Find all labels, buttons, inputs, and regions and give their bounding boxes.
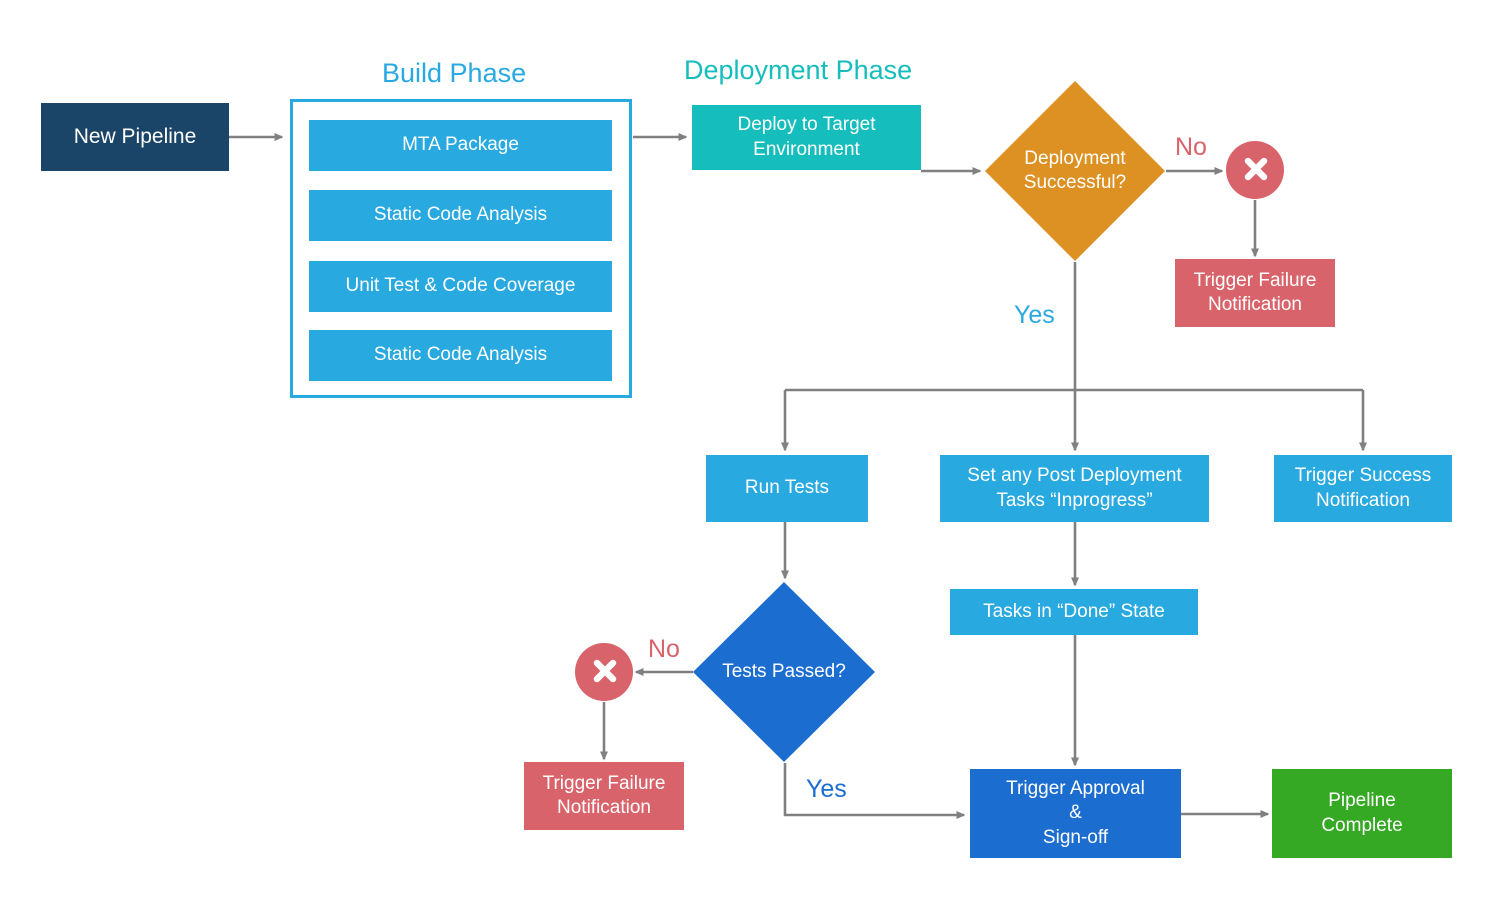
error-x-circle-icon-top [1226,141,1284,199]
node-trigger-failure-notification-top[interactable]: Trigger Failure Notification [1175,259,1335,327]
build-phase-group [290,99,632,398]
error-x-circle-icon-bottom [575,643,633,701]
diamond-shape [985,81,1165,261]
node-deployment-successful-decision[interactable]: Deployment Successful? [985,81,1165,261]
node-set-post-deployment-tasks[interactable]: Set any Post Deployment Tasks “Inprogres… [940,455,1209,522]
node-deploy-to-target-environment[interactable]: Deploy to Target Environment [692,105,921,170]
node-static-code-analysis-1[interactable]: Static Code Analysis [309,190,612,241]
node-trigger-failure-notification-bottom[interactable]: Trigger Failure Notification [524,762,684,830]
x-glyph [1244,157,1268,181]
edge-label-no-top: No [1175,133,1207,161]
edge-label-yes-bottom: Yes [806,775,847,803]
node-tasks-done-state[interactable]: Tasks in “Done” State [950,589,1198,635]
node-pipeline-complete[interactable]: Pipeline Complete [1272,769,1452,858]
node-trigger-success-notification[interactable]: Trigger Success Notification [1274,455,1452,522]
deployment-phase-title: Deployment Phase [684,55,913,85]
node-run-tests[interactable]: Run Tests [706,455,868,522]
node-trigger-approval-signoff[interactable]: Trigger Approval & Sign-off [970,769,1181,858]
edge-label-no-bottom: No [648,635,680,663]
x-glyph [593,659,617,683]
node-mta-package[interactable]: MTA Package [309,120,612,171]
node-tests-passed-decision[interactable]: Tests Passed? [693,582,875,762]
node-static-code-analysis-2[interactable]: Static Code Analysis [309,330,612,381]
build-phase-title: Build Phase [382,58,527,88]
diamond-shape [693,582,875,762]
edge-label-yes-top: Yes [1014,301,1055,329]
node-new-pipeline[interactable]: New Pipeline [41,103,229,171]
node-unit-test-code-coverage[interactable]: Unit Test & Code Coverage [309,261,612,312]
